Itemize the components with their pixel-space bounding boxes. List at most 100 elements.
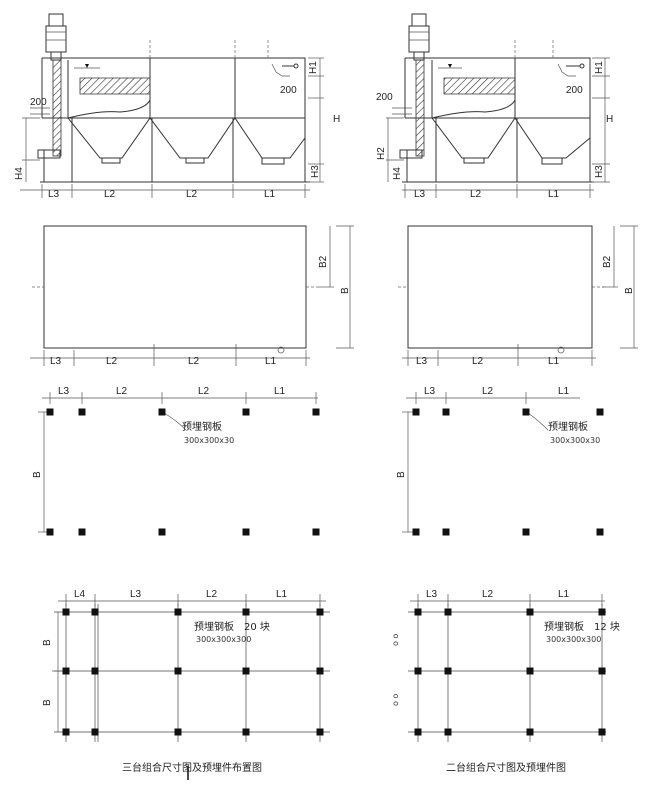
embed-plates: [46, 408, 606, 736]
plate-square: [91, 608, 99, 616]
dim-200: 200: [30, 97, 47, 108]
screw-shaft: [415, 59, 425, 157]
dim-B: B: [624, 287, 635, 294]
dim-L1: L1: [274, 386, 286, 397]
plate-square: [316, 667, 324, 675]
right-plan: [398, 225, 638, 366]
plate-square: [46, 528, 54, 536]
dim-L1: L1: [276, 589, 288, 600]
plate-square: [91, 728, 99, 736]
plate-square: [598, 667, 606, 675]
dim-L3: L3: [58, 386, 70, 397]
plate-square: [174, 608, 182, 616]
plate-square: [174, 728, 182, 736]
dim-L1: L1: [264, 189, 276, 200]
plate-square: [596, 408, 604, 416]
oo-mark: o o: [391, 634, 400, 646]
dim-H3: H3: [310, 165, 321, 178]
right-grid-layout: [408, 594, 606, 742]
plate-square: [412, 408, 420, 416]
motor-icon: [48, 13, 64, 27]
plate-square: [444, 608, 452, 616]
plate-square: [414, 608, 422, 616]
dim-H1: H1: [308, 61, 319, 74]
dim-L3: L3: [426, 589, 438, 600]
plate-square: [522, 528, 530, 536]
plate-square: [242, 608, 250, 616]
dim-L1: L1: [558, 386, 570, 397]
plate-square: [598, 608, 606, 616]
dim-200: 200: [566, 85, 583, 96]
hoppers: [67, 117, 306, 159]
plate-square: [442, 528, 450, 536]
plate-count-left: 20 块: [244, 621, 270, 633]
plate-square: [78, 528, 86, 536]
dim-H: H: [606, 114, 613, 125]
dim-H3: H3: [594, 165, 605, 178]
plate-square: [316, 608, 324, 616]
motor-icon: [411, 13, 427, 27]
dim-H: H: [333, 114, 340, 125]
plate-square: [242, 667, 250, 675]
plate-size-note: 300x300x30: [184, 436, 234, 445]
plate-note: 预埋钢板: [194, 620, 234, 633]
dim-H2: H2: [376, 147, 387, 160]
plate-square: [526, 728, 534, 736]
plate-square: [158, 408, 166, 416]
dim-B2: B2: [602, 255, 613, 268]
plate-square: [444, 728, 452, 736]
dim-L2: L2: [472, 356, 484, 367]
plate-square: [62, 667, 70, 675]
plate-square: [414, 728, 422, 736]
dim-B: B: [42, 639, 53, 646]
plate-square: [62, 608, 70, 616]
screw-shaft: [52, 59, 62, 157]
plate-square: [526, 608, 534, 616]
plate-size-bottom: 300x300x300: [546, 635, 601, 644]
plate-size-bottom: 300x300x300: [196, 635, 251, 644]
plate-note: 预埋钢板: [548, 420, 588, 433]
dim-L3: L3: [50, 356, 62, 367]
plate-square: [158, 528, 166, 536]
dim-L2: L2: [470, 189, 482, 200]
dim-L3: L3: [424, 386, 436, 397]
dim-L3: L3: [130, 589, 142, 600]
plate-count-right: 12 块: [594, 621, 620, 633]
dim-L2: L2: [482, 386, 494, 397]
dim-200: 200: [376, 92, 393, 103]
dim-L2: L2: [188, 356, 200, 367]
dim-L2: L2: [106, 356, 118, 367]
plate-size-note: 300x300x30: [550, 436, 600, 445]
plate-note: 预埋钢板: [544, 620, 584, 633]
plate-square: [412, 528, 420, 536]
dim-L2: L2: [206, 589, 218, 600]
plate-square: [62, 728, 70, 736]
plate-square: [242, 528, 250, 536]
dim-L1: L1: [548, 189, 560, 200]
dim-H1: H1: [594, 61, 605, 74]
dim-L2: L2: [482, 589, 494, 600]
dim-L2: L2: [104, 189, 116, 200]
plate-square: [316, 728, 324, 736]
plate-square: [46, 408, 54, 416]
dim-H4: H4: [14, 167, 25, 180]
plate-square: [442, 408, 450, 416]
dim-200: 200: [280, 85, 297, 96]
dim-B2: B2: [318, 255, 329, 268]
caption-left: 三台组合尺寸图及预埋件布置图: [122, 761, 262, 774]
plate-square: [414, 667, 422, 675]
dim-L2: L2: [116, 386, 128, 397]
plate-square: [174, 667, 182, 675]
right-embed-layout: [402, 392, 580, 533]
dim-L3: L3: [414, 189, 426, 200]
dim-L1: L1: [265, 356, 277, 367]
dim-B: B: [396, 471, 407, 478]
left-elevation: [20, 13, 324, 198]
dim-L2: L2: [186, 189, 198, 200]
dim-L3: L3: [48, 189, 60, 200]
dim-B: B: [42, 699, 53, 706]
plate-square: [444, 667, 452, 675]
plate-square: [242, 728, 250, 736]
dim-L3: L3: [416, 356, 428, 367]
